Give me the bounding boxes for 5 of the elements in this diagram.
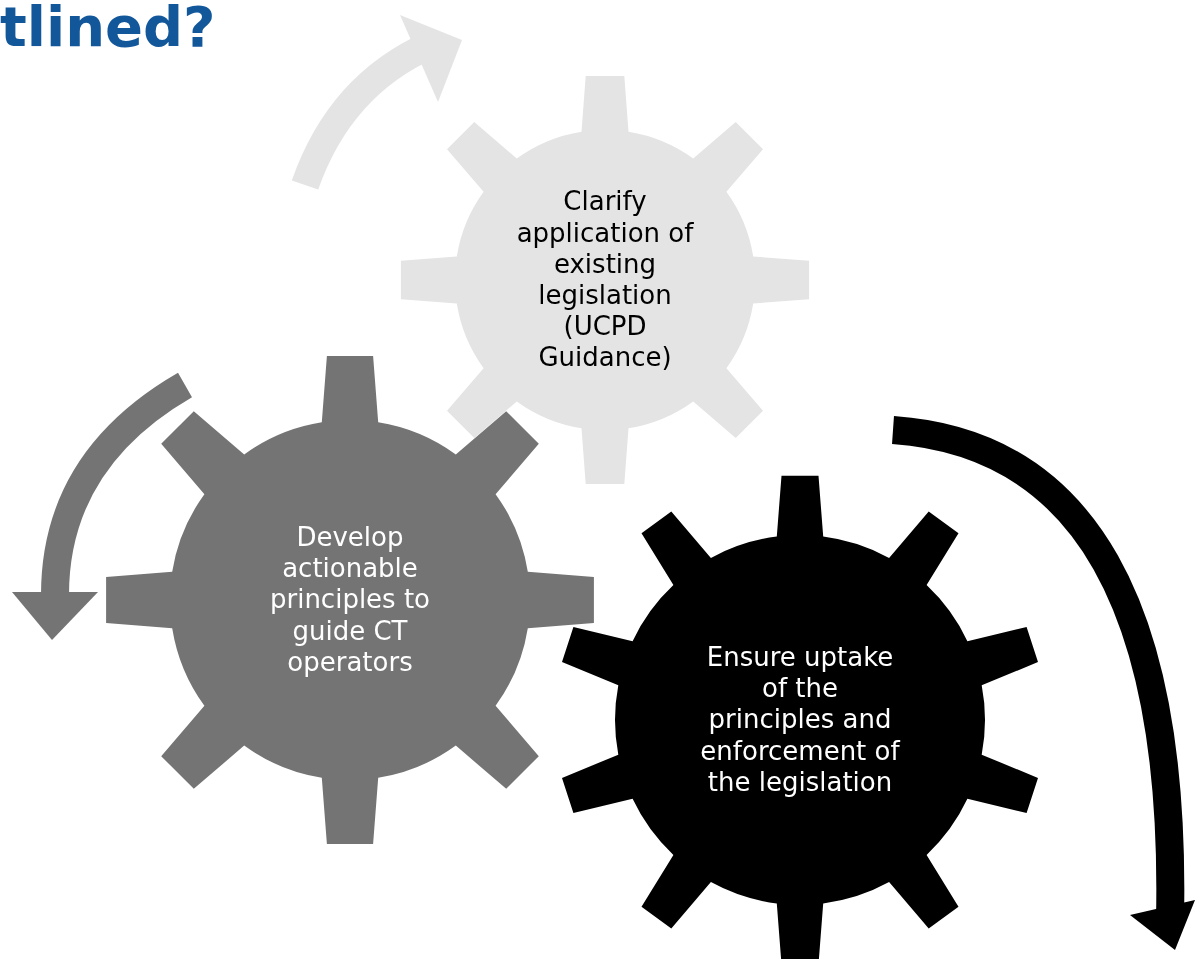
title: tlined?	[0, 0, 216, 59]
gear-label: Clarify application of existing legislation (UCPD Guidance)	[515, 186, 695, 374]
gear-label: Develop actionable principles to guide CT operators	[268, 522, 432, 678]
gear-label: Ensure uptake of the principles and enforcement of the legislation	[700, 642, 900, 798]
gear	[400, 75, 810, 485]
